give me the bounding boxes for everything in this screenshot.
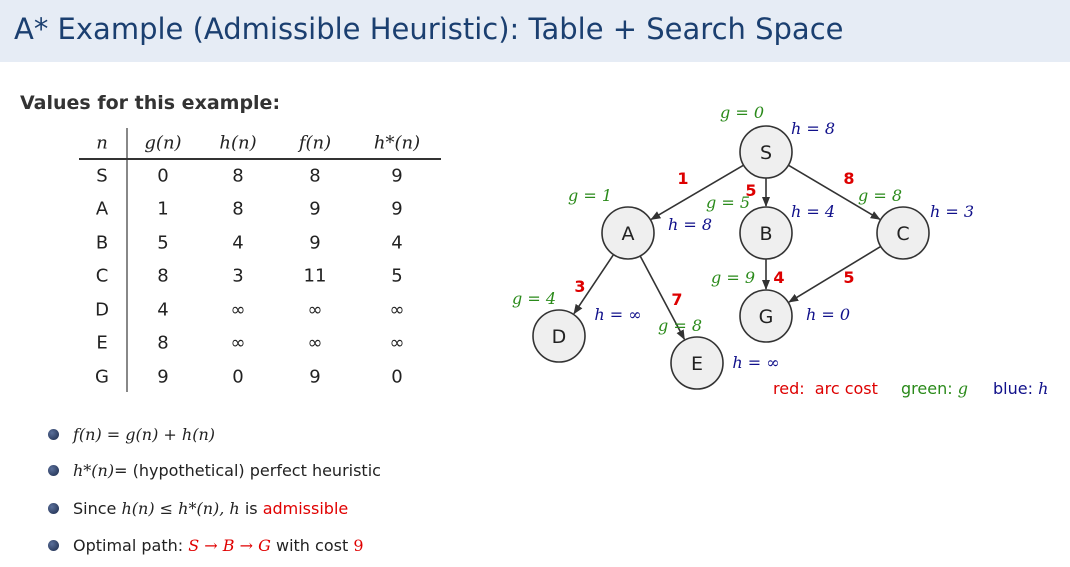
table-cell: B bbox=[95, 232, 109, 254]
table-cell: 0 bbox=[157, 165, 169, 187]
node-label: A bbox=[622, 223, 635, 245]
arc-cost-CG: 5 bbox=[843, 268, 854, 287]
table-cell: 3 bbox=[232, 265, 244, 287]
node-label: D bbox=[552, 326, 567, 348]
node-label: G bbox=[759, 306, 774, 328]
arc-cost-BG: 4 bbox=[773, 268, 784, 287]
bullet-f-definition: f(n) = g(n) + h(n) bbox=[48, 425, 215, 444]
table-cell: S bbox=[96, 165, 108, 187]
table-header-4: h*(n) bbox=[373, 132, 421, 154]
edge-A-E bbox=[639, 255, 686, 341]
edge-S-C bbox=[787, 164, 881, 220]
table-cell: 8 bbox=[232, 165, 244, 187]
g-label-S: g = 0 bbox=[720, 103, 764, 122]
table-cell: 4 bbox=[391, 232, 403, 254]
arc-cost-AE: 7 bbox=[671, 290, 682, 309]
section-heading: Values for this example: bbox=[20, 92, 281, 114]
g-label-A: g = 1 bbox=[568, 186, 612, 205]
table-cell: 11 bbox=[303, 265, 327, 287]
table-cell: 9 bbox=[309, 366, 321, 388]
slide-header: A* Example (Admissible Heuristic): Table… bbox=[0, 0, 1070, 62]
node-A: A bbox=[601, 206, 655, 260]
slide-title: A* Example (Admissible Heuristic): Table… bbox=[14, 12, 844, 46]
node-G: G bbox=[739, 289, 793, 343]
table-header-0: n bbox=[96, 132, 108, 154]
table-cell: 8 bbox=[309, 165, 321, 187]
table-cell: 0 bbox=[232, 366, 244, 388]
edge-S-A bbox=[650, 164, 744, 221]
table-cell: C bbox=[95, 265, 109, 287]
node-label: E bbox=[691, 353, 703, 375]
table-vertical-rule bbox=[126, 128, 128, 392]
table-cell: 8 bbox=[157, 265, 169, 287]
g-label-C: g = 8 bbox=[858, 186, 902, 205]
table-cell: ∞ bbox=[307, 332, 323, 354]
table-cell: ∞ bbox=[230, 299, 246, 321]
h-label-S: h = 8 bbox=[791, 119, 835, 138]
table-cell: 9 bbox=[391, 165, 403, 187]
h-label-B: h = 4 bbox=[791, 202, 835, 221]
legend-green: green: g bbox=[901, 379, 968, 398]
table-cell: E bbox=[96, 332, 108, 354]
node-S: S bbox=[739, 125, 793, 179]
g-label-B: g = 5 bbox=[706, 193, 750, 212]
table-cell: 5 bbox=[391, 265, 403, 287]
h-label-C: h = 3 bbox=[930, 202, 974, 221]
table-cell: D bbox=[95, 299, 109, 321]
table-cell: 8 bbox=[157, 332, 169, 354]
node-label: B bbox=[759, 223, 772, 245]
table-cell: ∞ bbox=[389, 299, 405, 321]
bullet-icon bbox=[48, 503, 59, 514]
legend-red: red: arc cost bbox=[773, 379, 878, 398]
table-cell: 9 bbox=[309, 232, 321, 254]
table-header-1: g(n) bbox=[144, 132, 182, 154]
node-label: S bbox=[760, 142, 772, 164]
h-label-D: h = ∞ bbox=[594, 305, 641, 324]
arc-cost-SC: 8 bbox=[843, 169, 854, 188]
table-cell: ∞ bbox=[389, 332, 405, 354]
legend-blue: blue: h bbox=[993, 379, 1048, 398]
h-label-A: h = 8 bbox=[668, 215, 712, 234]
node-label: C bbox=[896, 223, 909, 245]
bullet-icon bbox=[48, 465, 59, 476]
node-B: B bbox=[739, 206, 793, 260]
edge-C-G bbox=[788, 245, 882, 303]
bullet-hstar-definition: h*(n) = (hypothetical) perfect heuristic bbox=[48, 461, 381, 480]
h-label-G: h = 0 bbox=[806, 305, 850, 324]
g-label-D: g = 4 bbox=[512, 289, 556, 308]
h-label-E: h = ∞ bbox=[732, 353, 779, 372]
node-C: C bbox=[876, 206, 930, 260]
table-cell: ∞ bbox=[230, 332, 246, 354]
table-cell: A bbox=[95, 198, 109, 220]
node-E: E bbox=[670, 336, 724, 390]
table-cell: 5 bbox=[157, 232, 169, 254]
arc-cost-SA: 1 bbox=[677, 169, 688, 188]
bullet-icon bbox=[48, 540, 59, 551]
node-D: D bbox=[532, 309, 586, 363]
table-cell: 0 bbox=[391, 366, 403, 388]
g-label-G: g = 9 bbox=[711, 268, 755, 287]
arc-cost-SB: 5 bbox=[745, 181, 756, 200]
table-header-rule bbox=[79, 158, 441, 160]
table-cell: G bbox=[95, 366, 109, 388]
table-header-3: f(n) bbox=[298, 132, 332, 154]
table-cell: 8 bbox=[232, 198, 244, 220]
table-cell: 4 bbox=[157, 299, 169, 321]
table-cell: 9 bbox=[391, 198, 403, 220]
bullet-icon bbox=[48, 429, 59, 440]
g-label-E: g = 8 bbox=[658, 316, 702, 335]
bullet-admissible: Since h(n) ≤ h*(n), h is admissible bbox=[48, 499, 348, 518]
arc-cost-AD: 3 bbox=[574, 277, 585, 296]
edge-A-D bbox=[573, 254, 615, 315]
table-header-2: h(n) bbox=[219, 132, 257, 154]
table-cell: ∞ bbox=[307, 299, 323, 321]
table-cell: 9 bbox=[157, 366, 169, 388]
bullet-optimal-path: Optimal path: S → B → G with cost 9 bbox=[48, 536, 364, 555]
table-cell: 1 bbox=[157, 198, 169, 220]
table-cell: 9 bbox=[309, 198, 321, 220]
table-cell: 4 bbox=[232, 232, 244, 254]
